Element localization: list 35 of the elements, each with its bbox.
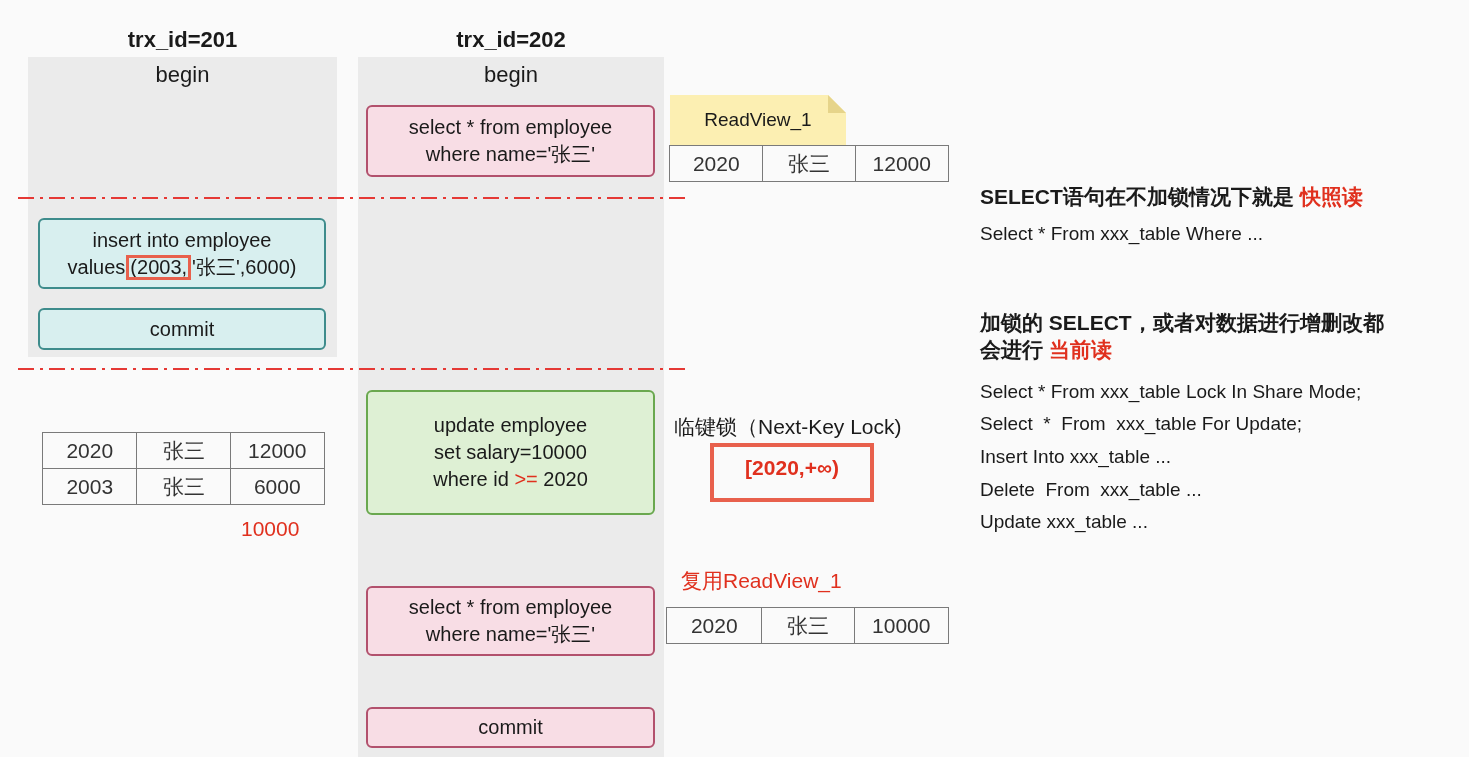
table-cell: 2020: [42, 432, 138, 469]
table-cell: 2020: [669, 145, 764, 182]
step-label: begin: [484, 62, 538, 88]
code-text: Insert Into xxx_table ...: [980, 445, 1172, 469]
table-cell: 10000: [854, 607, 949, 644]
code-text: Select * From xxx_table Where ...: [980, 222, 1263, 246]
statement-box: commit: [38, 308, 326, 350]
statement-box: select * from employee where name='张三': [366, 105, 655, 177]
column-heading: trx_id=202: [456, 26, 566, 54]
code-text: Select * From xxx_table Lock In Share Mode;: [980, 380, 1362, 404]
lock-range-box: [2020,+∞): [710, 443, 874, 502]
table-cell: 张三: [136, 432, 232, 469]
table-cell: 张三: [136, 468, 232, 505]
statement-box: select * from employee where name='张三': [366, 586, 655, 656]
table-cell: 张三: [761, 607, 856, 644]
table-cell: 12000: [230, 432, 325, 469]
value-label: 10000: [241, 516, 300, 542]
statement-box: insert into employee values (2003, '张三',6000): [38, 218, 326, 289]
table-cell: 12000: [855, 145, 949, 182]
code-text: Delete From xxx_table ...: [980, 478, 1202, 502]
table-cell: 张三: [762, 145, 857, 182]
statement-box: update employee set salary=10000 where id >= 2020: [366, 390, 655, 515]
note-shape: ReadView_1: [670, 95, 846, 145]
lock-heading: 临键锁（Next-Key Lock): [674, 414, 902, 440]
table-cell: 2020: [666, 607, 763, 644]
statement-box: commit: [366, 707, 655, 748]
heading-text: SELECT语句在不加锁情况下就是 快照读: [980, 184, 1363, 210]
note-label: 复用ReadView_1: [681, 568, 842, 594]
column-heading: trx_id=201: [127, 26, 238, 54]
code-text: Select * From xxx_table For Update;: [980, 412, 1303, 436]
step-label: begin: [155, 62, 210, 88]
table-cell: 2003: [42, 468, 138, 505]
heading-text: 加锁的 SELECT，或者对数据进行增删改都会进行 当前读: [980, 310, 1385, 363]
table-cell: 6000: [230, 468, 325, 505]
code-text: Update xxx_table ...: [980, 510, 1148, 534]
